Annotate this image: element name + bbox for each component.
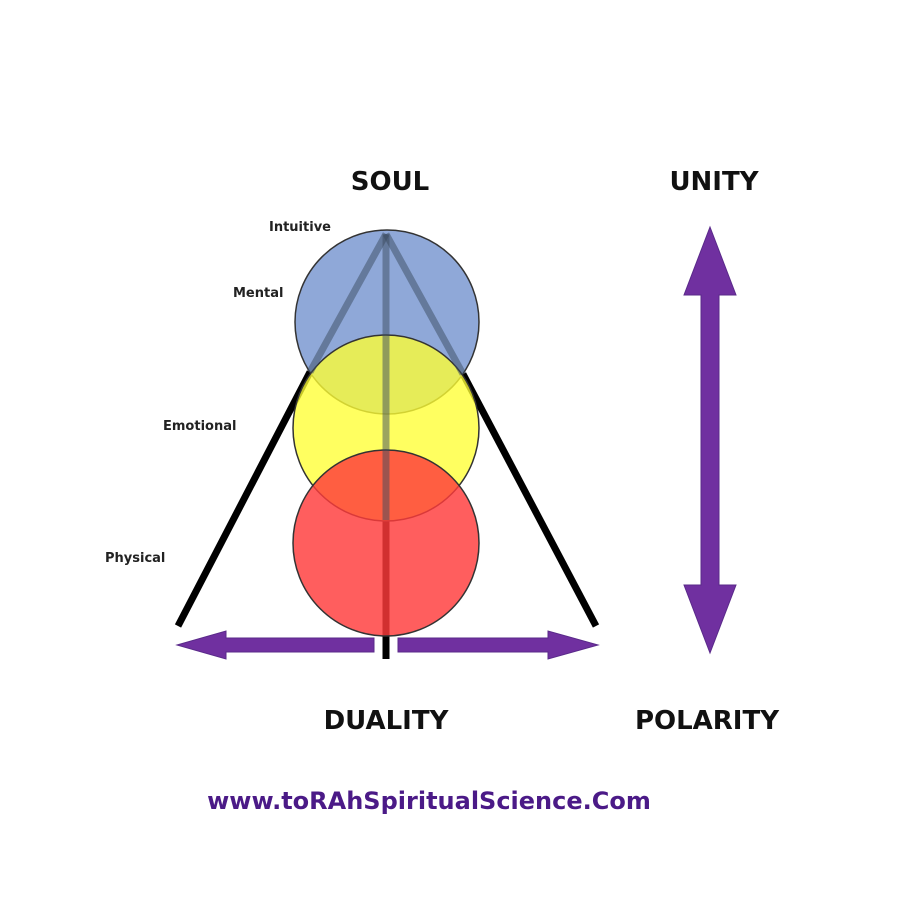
mental-label: Mental [233, 286, 283, 301]
unity-heading: UNITY [669, 167, 759, 197]
right-triangle-leg [459, 372, 600, 628]
right-horizontal-arrow [397, 630, 600, 660]
physical-label: Physical [105, 551, 165, 566]
duality-heading: DUALITY [324, 706, 450, 736]
left-triangle-leg [174, 370, 314, 628]
website-url[interactable]: www.toRAhSpiritualScience.Com [207, 787, 651, 815]
polarity-heading: POLARITY [635, 706, 780, 736]
left-apex-line [306, 232, 390, 374]
left-horizontal-arrow [175, 630, 375, 660]
soul-heading: SOUL [351, 167, 430, 197]
emotional-label: Emotional [163, 419, 236, 434]
right-apex-line [382, 232, 467, 376]
vertical-double-arrow [683, 225, 737, 655]
intuitive-label: Intuitive [269, 220, 331, 235]
